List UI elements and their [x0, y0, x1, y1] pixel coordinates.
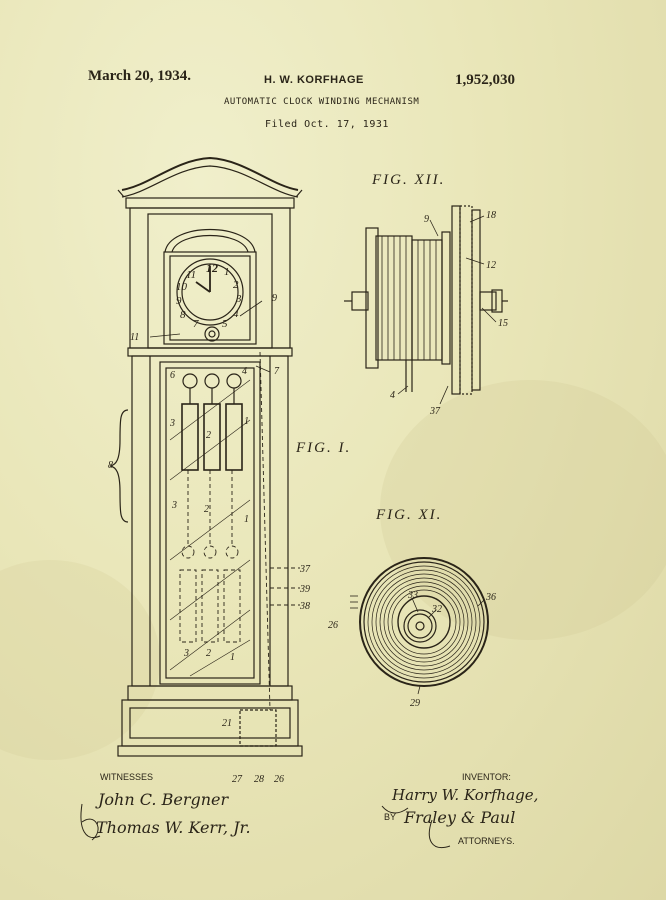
svg-text:1: 1: [244, 416, 249, 427]
signature-flourishes: [80, 803, 451, 848]
svg-text:36: 36: [485, 592, 496, 603]
fig11-label: FIG. XI.: [376, 507, 443, 523]
svg-text:3: 3: [169, 418, 175, 429]
svg-text:5: 5: [222, 318, 228, 330]
patent-date: March 20, 1934.: [88, 68, 192, 84]
svg-text:1: 1: [230, 652, 235, 663]
reference-numerals: 9 11 7 6 4 3 2 1 8 3 2 1 3 2 1 37 39 38 …: [108, 210, 508, 785]
svg-text:38: 38: [299, 601, 310, 612]
inventor-header: H. W. KORFHAGE: [264, 74, 364, 86]
svg-text:8: 8: [180, 309, 186, 321]
svg-text:29: 29: [410, 698, 420, 709]
witnesses-label: WITNESSES: [100, 772, 154, 782]
svg-text:33: 33: [407, 590, 418, 601]
filed-date: Filed Oct. 17, 1931: [265, 119, 389, 130]
svg-text:3: 3: [235, 293, 242, 305]
patent-title: AUTOMATIC CLOCK WINDING MECHANISM: [224, 97, 420, 107]
fig12-drum: [344, 205, 508, 405]
by-label: BY: [384, 812, 397, 822]
fig11-section: [350, 557, 489, 695]
svg-text:2: 2: [206, 430, 211, 441]
svg-text:7: 7: [193, 318, 199, 330]
svg-text:1: 1: [224, 266, 230, 278]
attorneys-label: ATTORNEYS.: [458, 836, 515, 846]
svg-text:32: 32: [431, 604, 442, 615]
svg-text:12: 12: [486, 260, 496, 271]
fig12-label: FIG. XII.: [372, 172, 446, 188]
inventor-label: INVENTOR:: [462, 772, 511, 782]
svg-text:4: 4: [233, 308, 239, 320]
fig1-label: FIG. I.: [296, 440, 352, 456]
svg-text:6: 6: [170, 370, 175, 381]
svg-text:2: 2: [233, 279, 239, 291]
svg-text:2: 2: [204, 504, 209, 515]
witness2-signature: Thomas W. Kerr, Jr.: [96, 818, 251, 837]
svg-text:9: 9: [272, 293, 277, 304]
svg-text:4: 4: [390, 390, 395, 401]
svg-text:2: 2: [206, 648, 211, 659]
svg-text:9: 9: [176, 295, 182, 307]
svg-text:37: 37: [429, 406, 441, 417]
svg-text:8: 8: [108, 460, 113, 471]
svg-text:15: 15: [498, 318, 508, 329]
svg-text:1: 1: [244, 514, 249, 525]
svg-text:4: 4: [242, 366, 247, 377]
patent-number: 1,952,030: [455, 72, 515, 88]
svg-text:26: 26: [274, 774, 284, 785]
svg-text:21: 21: [222, 718, 232, 729]
inventor-signature: Harry W. Korfhage,: [392, 786, 539, 804]
svg-text:37: 37: [299, 564, 311, 575]
grandfather-clock: 12 1 2 3 4 5 11 10 9 8 7: [109, 156, 303, 757]
svg-text:26: 26: [328, 620, 338, 631]
svg-text:3: 3: [171, 500, 177, 511]
svg-text:11: 11: [130, 332, 139, 343]
svg-text:39: 39: [299, 584, 310, 595]
svg-text:28: 28: [254, 774, 264, 785]
svg-text:9: 9: [424, 214, 429, 225]
svg-text:7: 7: [274, 366, 280, 377]
svg-text:12: 12: [206, 261, 218, 275]
attorney-signature: Fraley & Paul: [404, 808, 516, 827]
svg-text:3: 3: [183, 648, 189, 659]
svg-text:10: 10: [176, 281, 188, 293]
svg-text:27: 27: [232, 774, 243, 785]
witness1-signature: John C. Bergner: [98, 790, 229, 809]
svg-text:11: 11: [186, 269, 196, 281]
svg-text:18: 18: [486, 210, 496, 221]
